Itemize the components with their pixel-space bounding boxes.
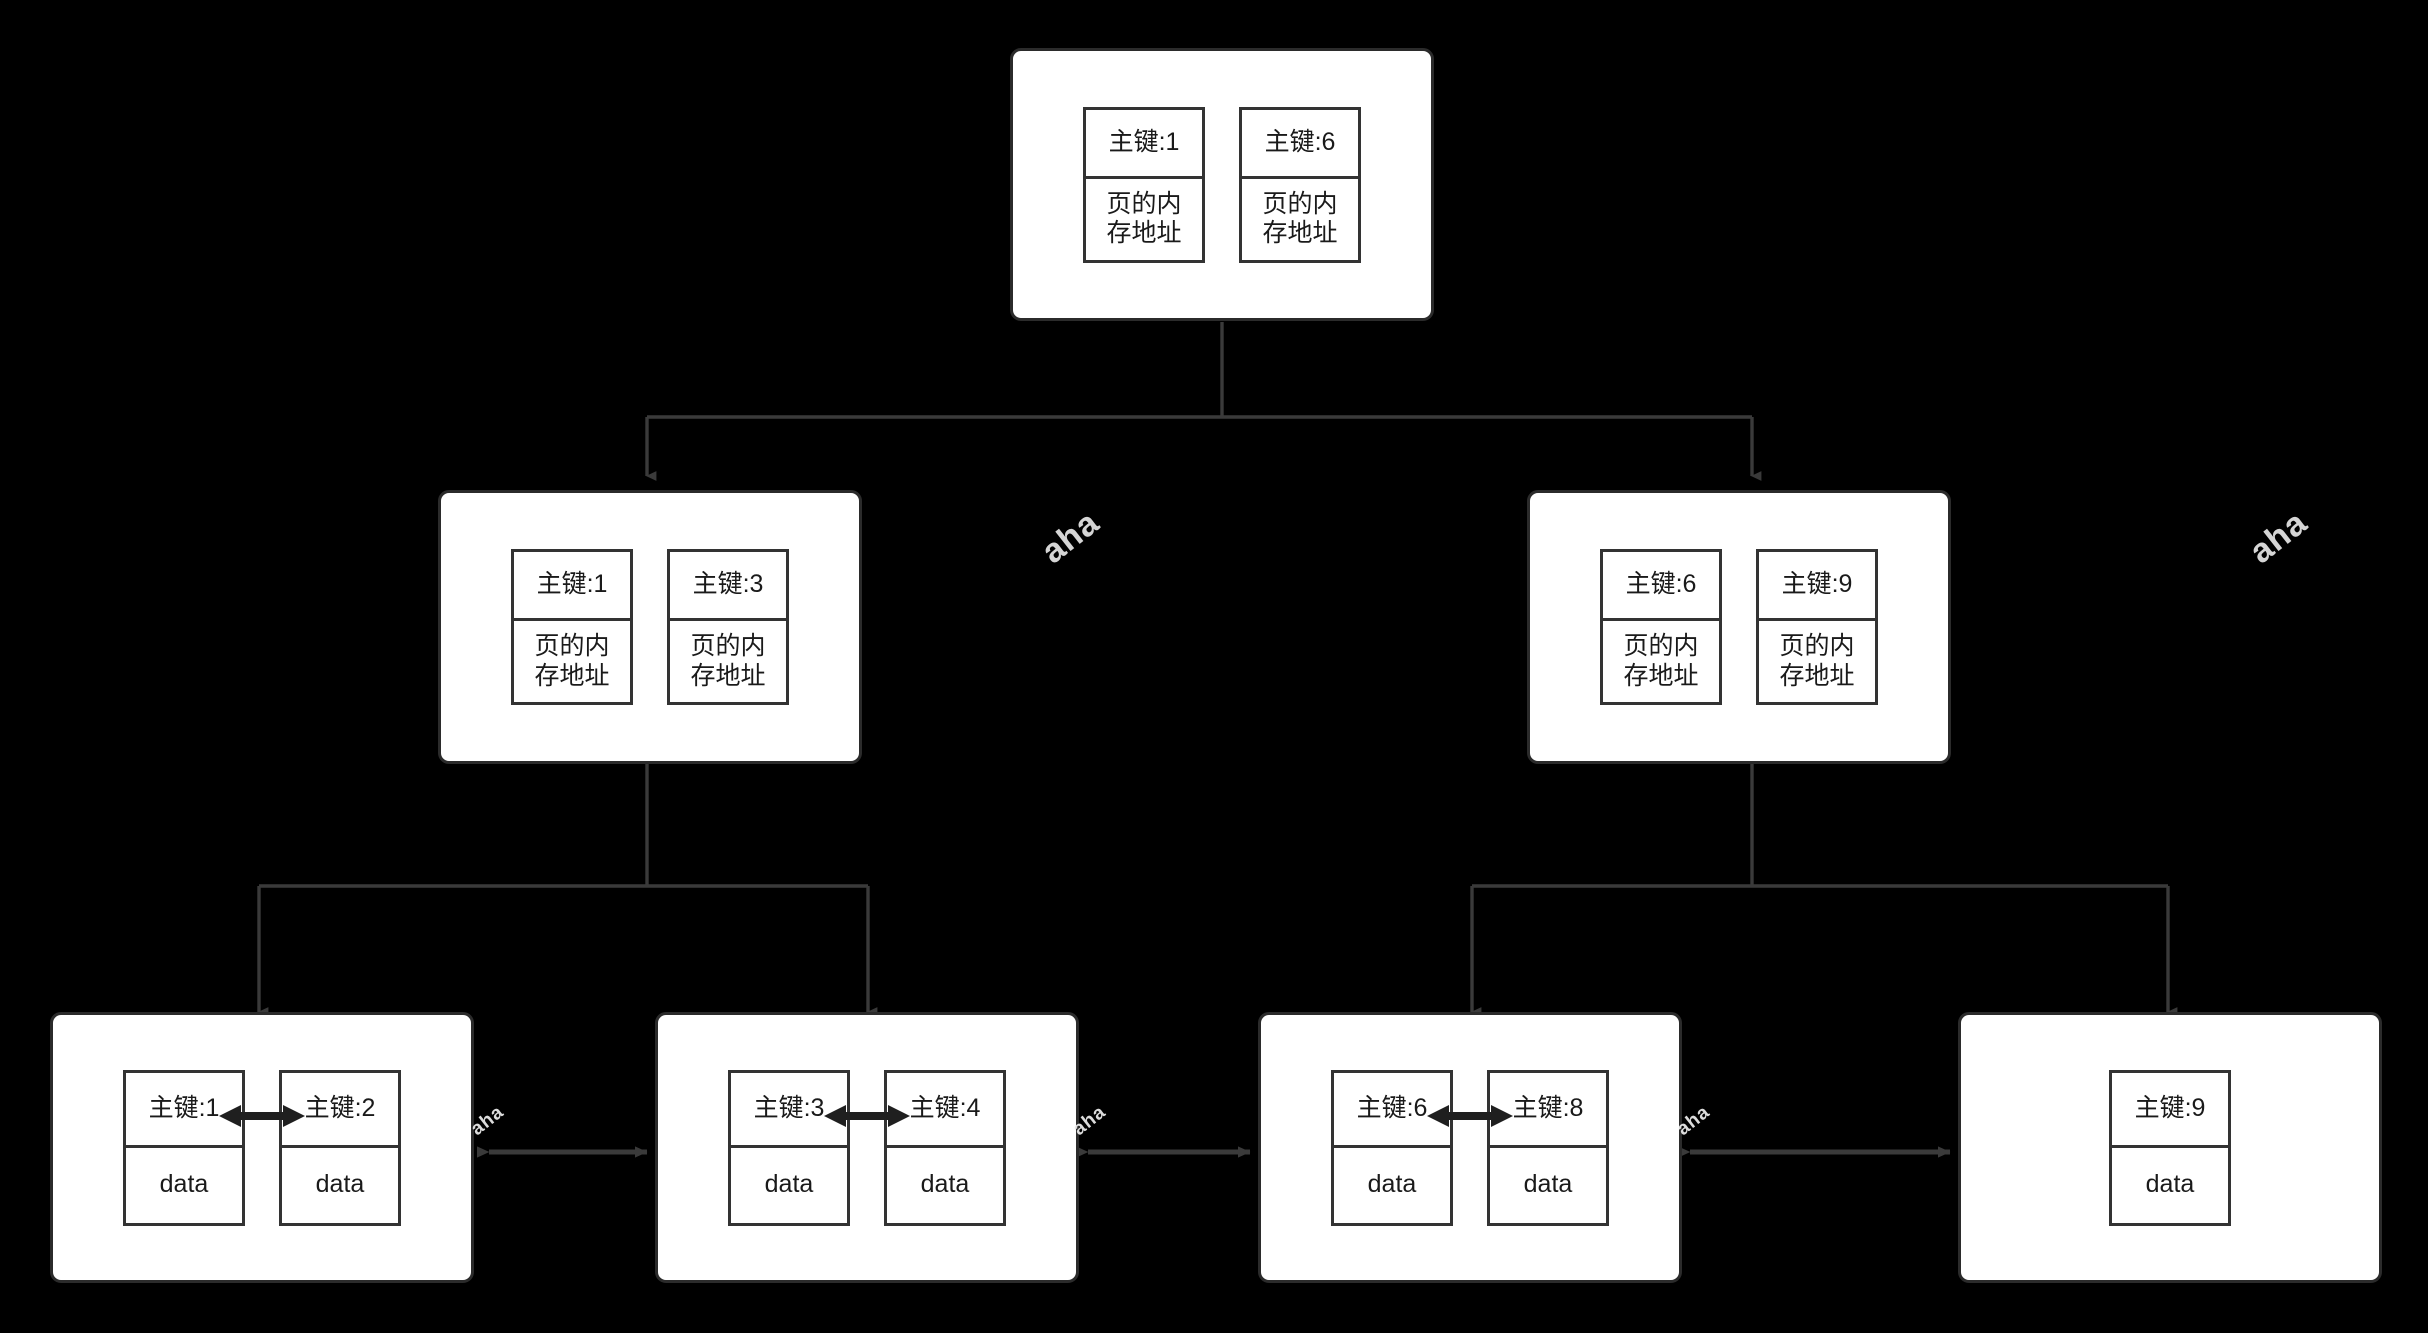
leaf-2-cell-0[interactable]: 主键:3 data: [728, 1069, 850, 1226]
root-cell-1[interactable]: 主键:6 页的内 存地址: [1239, 106, 1361, 263]
root-cell-0-key: 主键:1: [1108, 127, 1180, 156]
root-cell-1-key: 主键:6: [1264, 127, 1336, 156]
leaf-2-cell-1-key: 主键:4: [909, 1093, 981, 1122]
internal-left-cell-0-key: 主键:1: [536, 570, 608, 599]
root-cell-0-pointer: 页的内 存地址: [1086, 175, 1202, 260]
internal-left-cell-0-pointer: 页的内 存地址: [514, 618, 630, 702]
leaf-4-cell-0[interactable]: 主键:9 data: [2109, 1069, 2231, 1226]
leaf-2-cell-1-data: data: [887, 1144, 1003, 1223]
leaf-node-2[interactable]: 主键:3 data 主键:4 data: [655, 1012, 1079, 1283]
internal-left-cell-1-pointer: 页的内 存地址: [670, 618, 786, 702]
leaf-1-cell-0-key: 主键:1: [148, 1093, 220, 1122]
internal-left-cell-0[interactable]: 主键:1 页的内 存地址: [511, 549, 633, 705]
internal-right-cell-1-pointer: 页的内 存地址: [1759, 618, 1875, 702]
leaf-4-cell-0-key: 主键:9: [2134, 1093, 2206, 1122]
internal-node-right[interactable]: 主键:6 页的内 存地址 主键:9 页的内 存地址: [1527, 490, 1951, 764]
internal-right-cell-0[interactable]: 主键:6 页的内 存地址: [1600, 549, 1722, 705]
leaf-node-3[interactable]: 主键:6 data 主键:8 data: [1258, 1012, 1682, 1283]
double-arrow-icon: [219, 1104, 305, 1127]
internal-right-cell-1[interactable]: 主键:9 页的内 存地址: [1756, 549, 1878, 705]
leaf-node-4[interactable]: 主键:9 data: [1958, 1012, 2382, 1283]
leaf-3-cell-0[interactable]: 主键:6 data: [1331, 1069, 1453, 1226]
leaf-node-1[interactable]: 主键:1 data 主键:2 data: [50, 1012, 474, 1283]
edge-root-to-internals: [645, 322, 1762, 481]
leaf-1-cell-0-data: data: [126, 1144, 242, 1223]
internal-right-cell-0-key: 主键:6: [1625, 570, 1697, 599]
leaf-3-cell-0-data: data: [1334, 1144, 1450, 1223]
leaf-1-cell-1[interactable]: 主键:2 data: [279, 1069, 401, 1226]
leaf-1-cell-0[interactable]: 主键:1 data: [123, 1069, 245, 1226]
leaf-3-cell-1[interactable]: 主键:8 data: [1487, 1069, 1609, 1226]
leaf-3-cell-1-data: data: [1490, 1144, 1606, 1223]
double-arrow-icon: [1427, 1104, 1513, 1127]
watermark-aha-2: aha: [2242, 503, 2315, 572]
edge-internal-right-to-leaves: [1470, 764, 2178, 1017]
internal-left-cell-1-key: 主键:3: [692, 570, 764, 599]
leaf-3-cell-0-key: 主键:6: [1356, 1093, 1428, 1122]
leaf-2-cell-1[interactable]: 主键:4 data: [884, 1069, 1006, 1226]
leaf-2-cell-0-data: data: [731, 1144, 847, 1223]
watermark-aha-1: aha: [1034, 503, 1107, 572]
leaf-3-cell-1-key: 主键:8: [1512, 1093, 1584, 1122]
edge-internal-left-to-leaves: [257, 764, 878, 1017]
internal-node-left[interactable]: 主键:1 页的内 存地址 主键:3 页的内 存地址: [438, 490, 862, 764]
leaf-2-cell-0-key: 主键:3: [753, 1093, 825, 1122]
leaf-4-cell-0-data: data: [2112, 1144, 2228, 1223]
double-arrow-icon: [824, 1104, 910, 1127]
leaf-1-cell-1-data: data: [282, 1144, 398, 1223]
root-cell-1-pointer: 页的内 存地址: [1242, 175, 1358, 260]
internal-left-cell-1[interactable]: 主键:3 页的内 存地址: [667, 549, 789, 705]
root-node[interactable]: 主键:1 页的内 存地址 主键:6 页的内 存地址: [1010, 48, 1434, 321]
leaf-1-cell-1-key: 主键:2: [304, 1093, 376, 1122]
internal-right-cell-1-key: 主键:9: [1781, 570, 1853, 599]
internal-right-cell-0-pointer: 页的内 存地址: [1603, 618, 1719, 702]
root-cell-0[interactable]: 主键:1 页的内 存地址: [1083, 106, 1205, 263]
